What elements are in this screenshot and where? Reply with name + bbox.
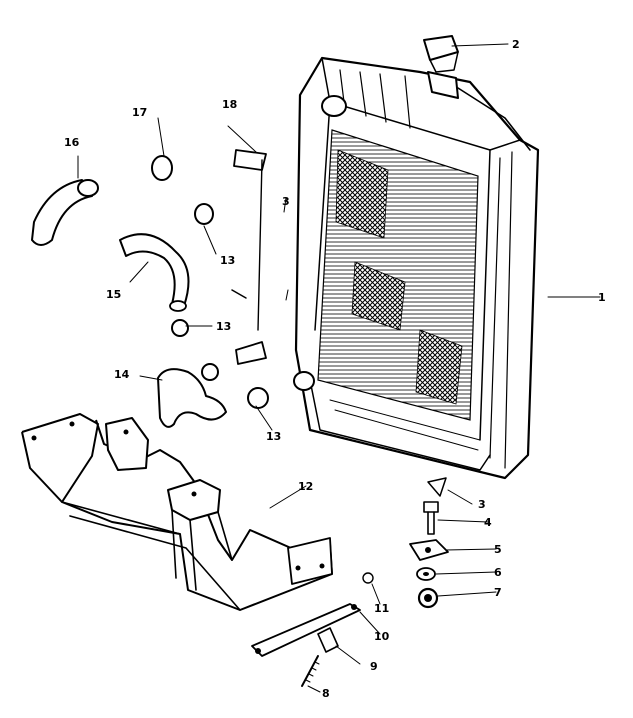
hose-clamp-13d: [247, 387, 269, 409]
lower-hose: [119, 233, 190, 312]
callout-1: 1: [598, 291, 606, 304]
callout-5: 5: [494, 543, 502, 556]
callout-16: 16: [64, 136, 80, 149]
callout-13-b: 13: [216, 320, 231, 333]
hose-clamp-13a: [194, 203, 214, 225]
top-hose-elbow: [31, 179, 99, 246]
callout-7: 7: [494, 586, 502, 599]
hose-clamp-17: [151, 155, 173, 181]
radiator: [293, 56, 540, 480]
callout-13-c: 13: [266, 430, 281, 443]
callout-2: 2: [512, 38, 520, 51]
leader-lines: [77, 43, 601, 693]
callout-13-a: 13: [220, 254, 235, 267]
callout-9: 9: [370, 660, 378, 673]
small-nut: [362, 572, 374, 584]
callout-15: 15: [106, 288, 121, 301]
callout-4: 4: [484, 516, 492, 529]
radiator-cap: [423, 35, 459, 73]
stay-bolt: [301, 655, 320, 687]
callout-17: 17: [132, 106, 147, 119]
mounting-plate: [409, 539, 449, 561]
small-screw: [231, 289, 247, 299]
callouts: 1 2 3 4 5 6 7 8 9 10 11 12 13 13 13 14 1…: [64, 38, 606, 700]
rubber-mount: [417, 587, 439, 609]
callout-3-bottom: 3: [478, 498, 486, 511]
callout-12: 12: [298, 480, 313, 493]
pipe-18: [233, 149, 267, 365]
callout-10: 10: [374, 630, 390, 643]
callout-18: 18: [222, 98, 237, 111]
callout-6: 6: [494, 566, 502, 579]
callout-8: 8: [322, 687, 330, 700]
stay-rod: [251, 603, 361, 657]
callout-14: 14: [114, 368, 130, 381]
drain-tap: [427, 477, 447, 497]
bottom-hose: [157, 368, 227, 428]
callout-3-top: 3: [282, 195, 290, 208]
hose-clamp-13c: [201, 363, 219, 381]
mounting-frame: [21, 413, 333, 611]
bush: [317, 627, 339, 653]
mounting-bolt: [423, 501, 439, 535]
washer: [416, 567, 436, 581]
hose-clamp-13b: [171, 319, 189, 337]
callout-11: 11: [374, 602, 389, 615]
